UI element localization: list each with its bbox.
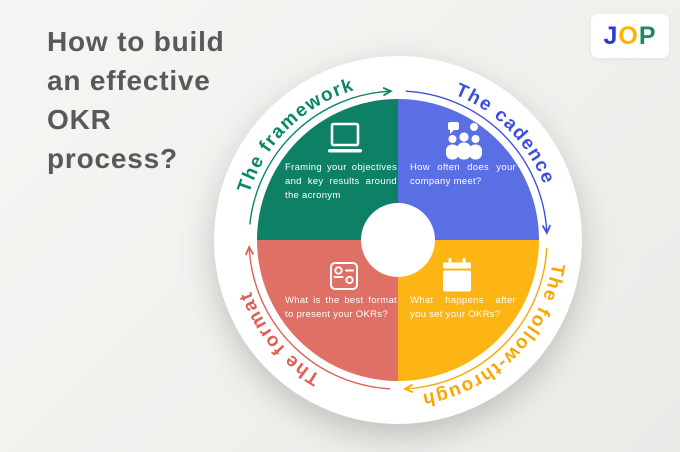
title-line: OKR	[47, 104, 112, 135]
logo-letter-j: J	[603, 21, 619, 50]
flow-arrow-follow-through	[403, 247, 548, 393]
logo-letter-p: P	[638, 21, 657, 50]
slide-layout-icon	[330, 262, 358, 295]
flow-arrow-cadence	[405, 90, 551, 235]
title-line: an effective	[47, 65, 211, 96]
laptop-icon	[325, 122, 365, 161]
segment-description-format: What is the best format to present your …	[285, 295, 397, 320]
quadrant-format	[257, 240, 398, 381]
page-title: How to build an effective OKR process?	[47, 22, 225, 178]
team-discussion-icon	[446, 122, 482, 165]
segment-description-follow-through: What happens after you set your OKRs?	[410, 295, 516, 320]
quadrant-follow-through	[398, 240, 539, 381]
segment-description-cadence: How often does your company meet?	[410, 162, 516, 187]
quadrant-cadence	[398, 99, 539, 240]
flow-arrow-format	[245, 245, 391, 390]
calendar-icon	[443, 258, 471, 297]
logo-letter-o: O	[618, 21, 639, 50]
flow-arrow-framework	[249, 87, 393, 225]
segment-description-framework: Framing your objectives and key results …	[285, 162, 397, 201]
title-line: How to build	[47, 26, 225, 57]
quadrant-framework	[257, 99, 398, 240]
jop-logo: J O P	[591, 14, 669, 58]
center-circle	[361, 203, 435, 277]
title-line: process?	[47, 143, 178, 174]
